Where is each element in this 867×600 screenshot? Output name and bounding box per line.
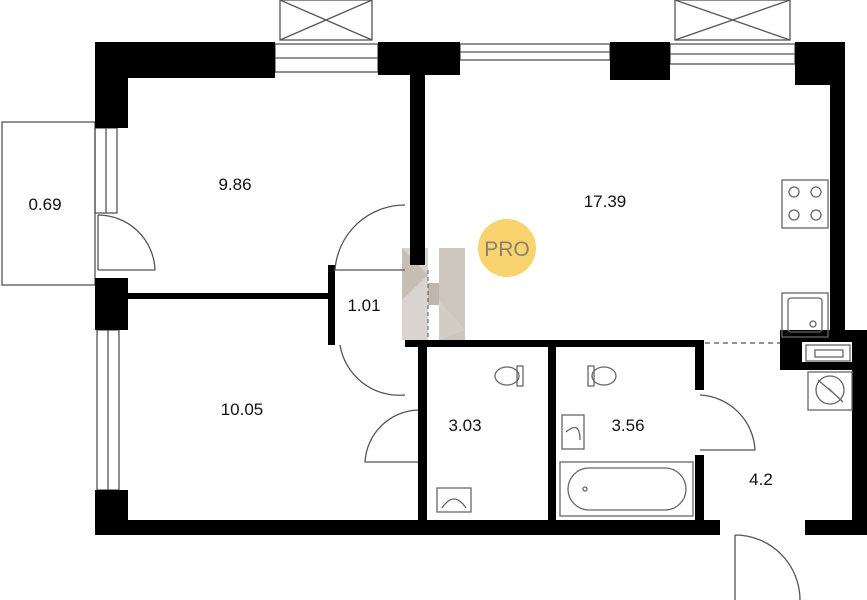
- balcony-outline: [1, 121, 96, 286]
- doors: [97, 204, 801, 600]
- washbasin-icon: [436, 414, 585, 513]
- kitchen-sink-icon: [781, 292, 829, 338]
- toilet-icon: [494, 365, 617, 387]
- area-toilet: 3.03: [448, 416, 481, 435]
- area-hall: 1.01: [347, 296, 380, 315]
- area-bedroom-2: 10.05: [221, 400, 264, 419]
- area-bathroom: 3.56: [611, 416, 644, 435]
- area-bedroom-1: 9.86: [218, 175, 251, 194]
- area-entrance: 4.2: [749, 470, 773, 489]
- bathtub-icon: [559, 461, 694, 517]
- meter-icon: [805, 344, 851, 362]
- area-living-kitchen: 17.39: [584, 192, 627, 211]
- electrical-panel-icon: [807, 371, 853, 411]
- area-balcony: 0.69: [28, 195, 61, 214]
- pro-badge[interactable]: PRO: [478, 219, 536, 277]
- pro-badge-label: PRO: [484, 238, 530, 261]
- kitchen-stove-icon: [781, 179, 829, 229]
- walls: [95, 42, 867, 535]
